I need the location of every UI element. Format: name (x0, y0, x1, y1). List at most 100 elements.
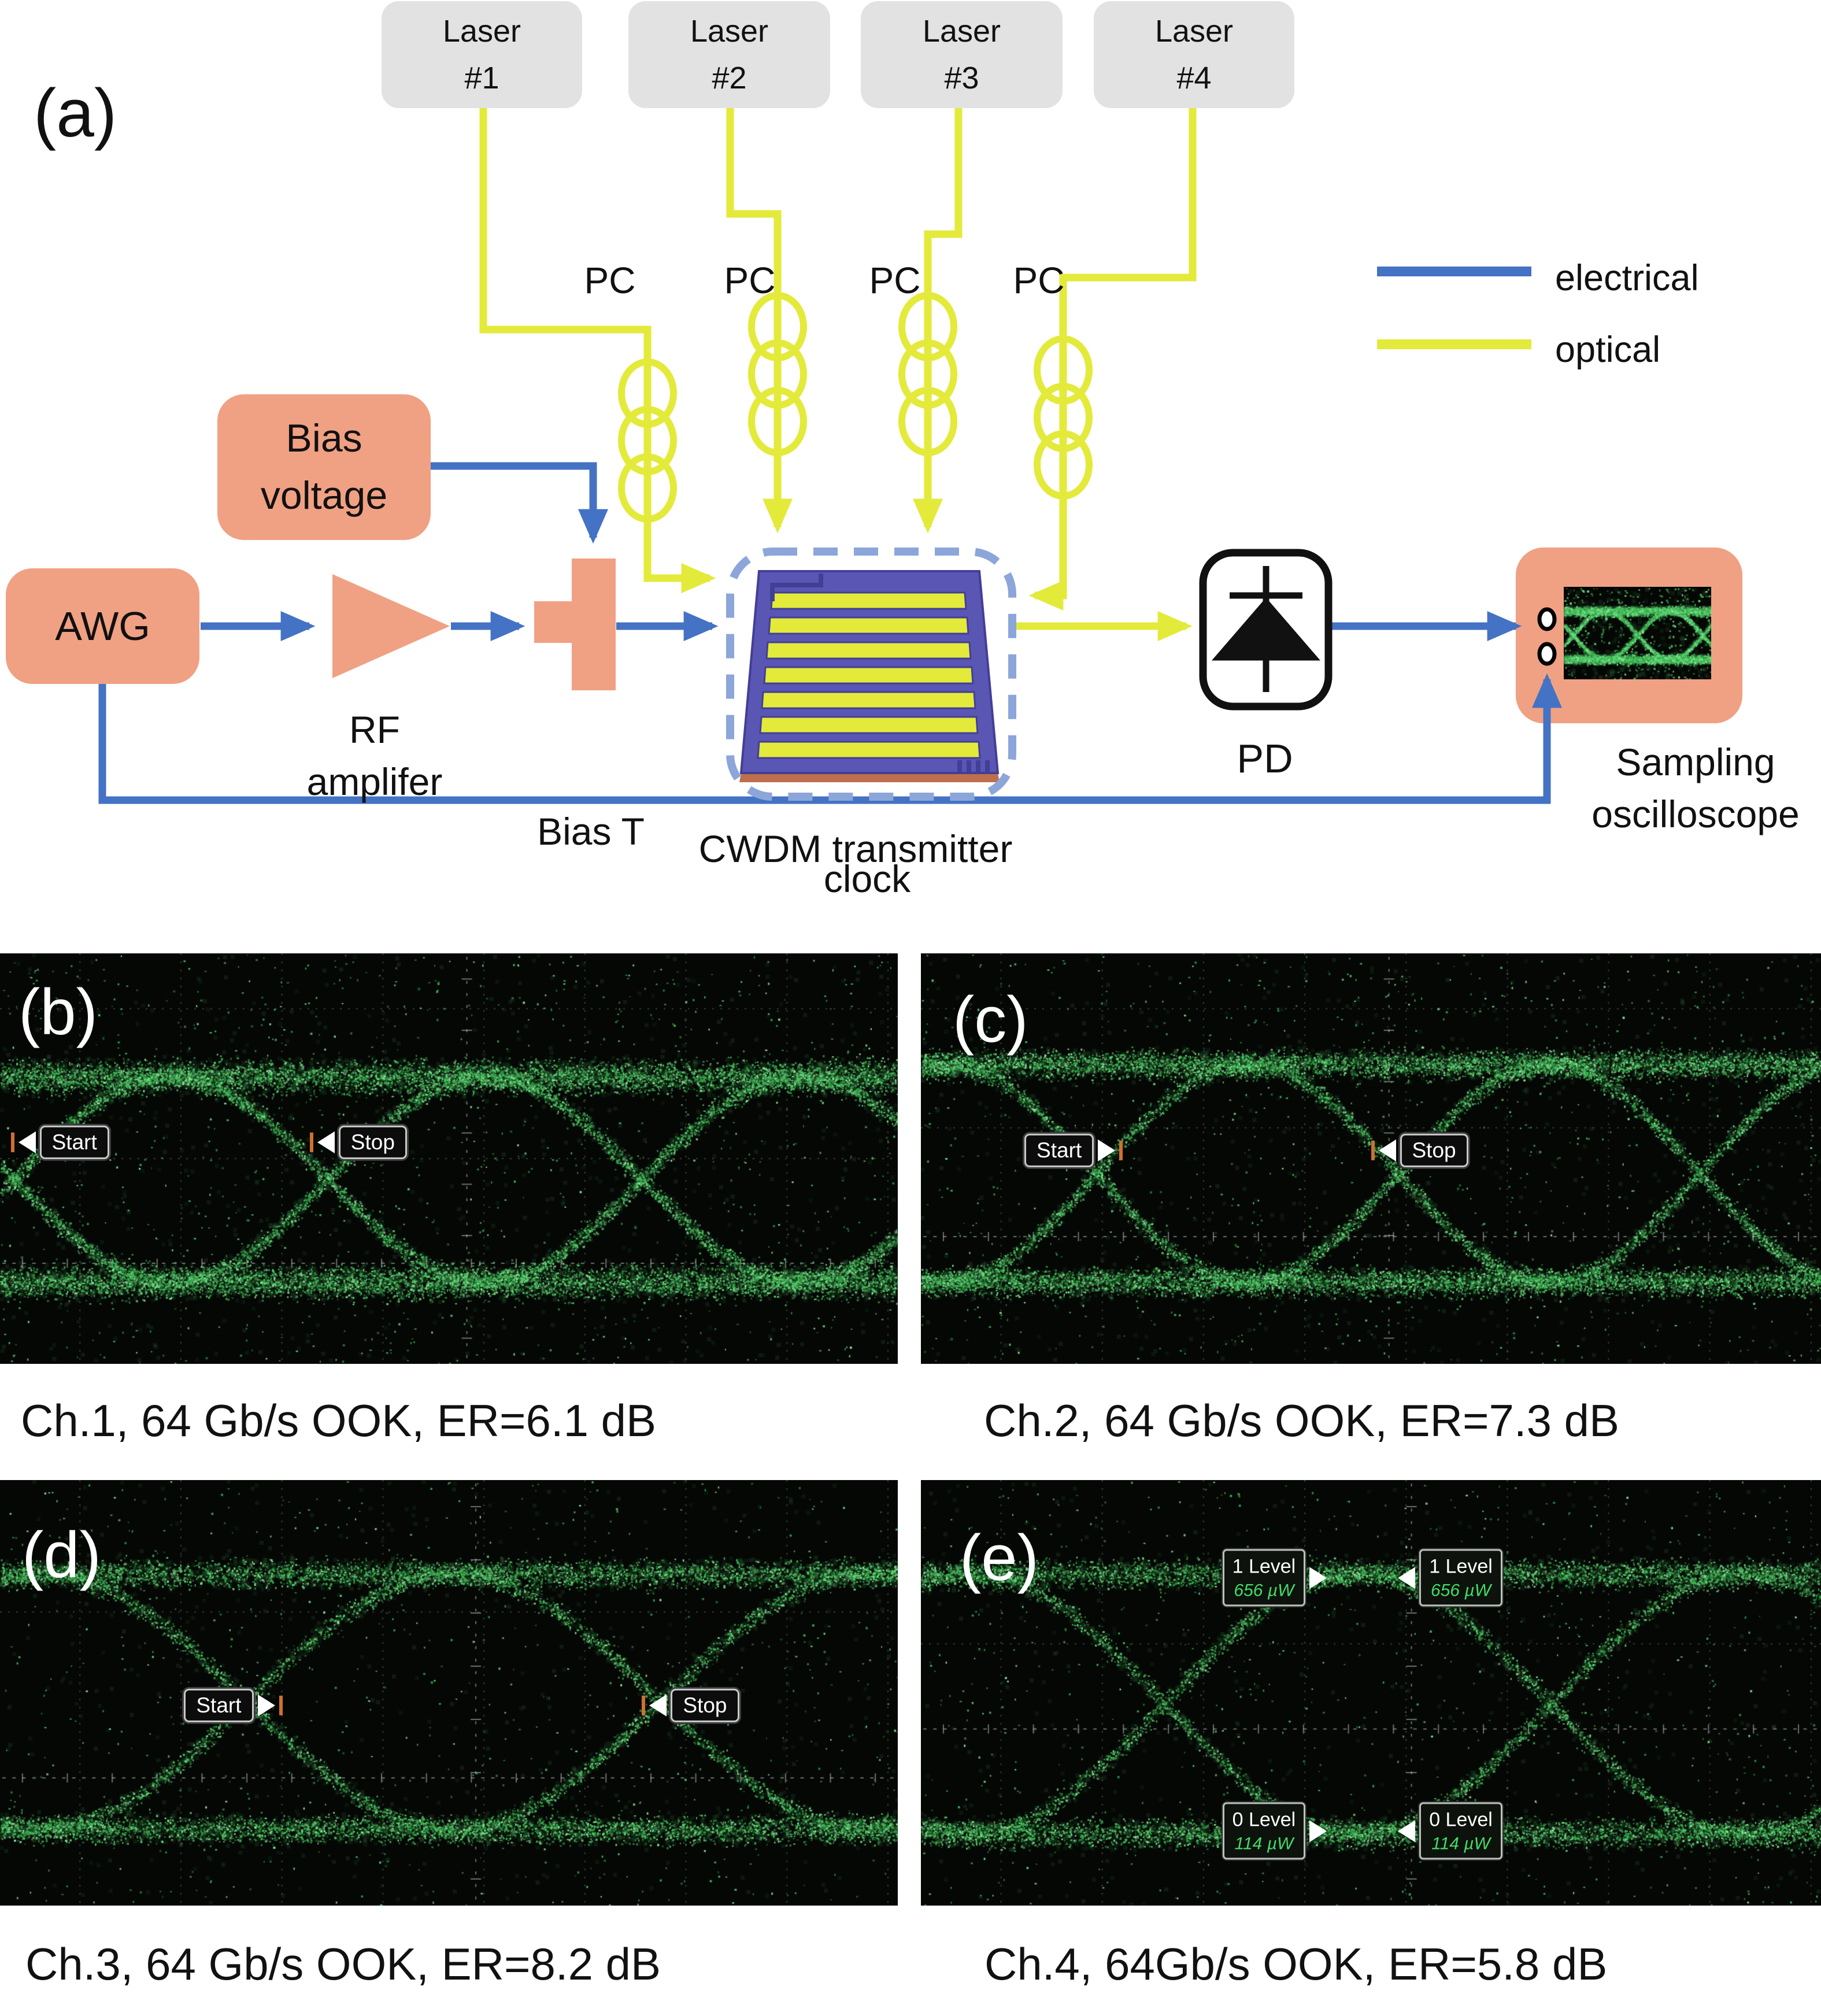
arrow-right-icon (1309, 1567, 1327, 1589)
panel-label-c: (c) (953, 983, 1028, 1056)
stop-marker-box: Stop (1400, 1133, 1468, 1167)
stop-marker: Stop (309, 1125, 407, 1159)
bias-voltage-box: Bias voltage (217, 394, 431, 540)
clock-label: clock (823, 857, 911, 900)
legend-optical-label: optical (1555, 330, 1661, 370)
scope-label-line1: Sampling (1616, 741, 1775, 783)
eye-diagram-canvas-b (0, 953, 898, 1364)
level-name: 1 Level (1429, 1555, 1493, 1578)
pc-coil-3 (898, 292, 957, 456)
cwdm-transmitter-label: CWDM transmitter (698, 827, 1013, 870)
caption-ch2: Ch.2, 64 Gb/s OOK, ER=7.3 dB (984, 1395, 1620, 1446)
level-marker-box: 0 Level 114 µW (1222, 1802, 1306, 1860)
chip-substrate (739, 773, 1000, 782)
eye-diagram-canvas-e (921, 1480, 1821, 1906)
laser-1-box: Laser #1 (382, 1, 582, 108)
fiber-laser3 (913, 108, 963, 534)
bias-voltage-line2: voltage (260, 474, 388, 517)
wire-biasvoltage-to-biast (431, 462, 608, 544)
bias-t-label: Bias T (537, 810, 645, 853)
chip-body (739, 570, 1000, 774)
legend-electrical-label: electrical (1555, 258, 1699, 298)
arrow-right-icon (257, 1695, 275, 1717)
legend-electrical-line (1377, 267, 1531, 276)
level-value: 114 µW (1234, 1834, 1294, 1854)
awg-box: AWG (6, 568, 199, 684)
pc-coil-1 (618, 358, 677, 523)
stop-marker: Stop (1371, 1133, 1468, 1167)
laser-2-line2: #2 (712, 60, 747, 95)
panel-label-d: (d) (22, 1519, 101, 1591)
scope-label-line2: oscilloscope (1591, 793, 1800, 835)
pc-label-3: PC (869, 260, 921, 301)
panel-label-e: (e) (960, 1522, 1039, 1594)
level-name: 0 Level (1429, 1808, 1493, 1831)
cursor-tick-icon (1119, 1140, 1123, 1160)
pc-label-1: PC (584, 260, 636, 301)
cursor-tick-icon (10, 1132, 14, 1152)
optical-fibers (479, 108, 1197, 641)
laser-1-line1: Laser (442, 13, 521, 49)
rf-amplifier-triangle (332, 574, 450, 678)
bias-voltage-line1: Bias (286, 416, 362, 461)
arrow-left-icon (317, 1131, 335, 1153)
arrow-left-icon (1398, 1820, 1416, 1843)
rf-amplifier-label-line1: RF (349, 708, 400, 751)
start-marker-box: Start (1024, 1133, 1094, 1167)
bias-t-shape (534, 558, 616, 690)
eye-diagram-canvas-d (0, 1480, 898, 1906)
start-marker-box: Start (184, 1688, 254, 1723)
panel-a-setup-diagram: (a) Laser #1 Laser #2 Laser #3 Laser #4 … (0, 0, 1821, 937)
panel-label-b: (b) (18, 976, 98, 1048)
pd-label: PD (1237, 736, 1293, 781)
arrow-left-icon (1398, 1567, 1416, 1589)
cwdm-chip (739, 570, 1000, 782)
start-marker: Start (10, 1125, 109, 1159)
laser-2-line1: Laser (690, 13, 769, 49)
stop-marker-box: Stop (338, 1125, 407, 1159)
caption-ch3: Ch.3, 64 Gb/s OOK, ER=8.2 dB (25, 1939, 661, 1989)
laser-3-box: Laser #3 (861, 1, 1063, 108)
eye-panel-b: (b) Start Stop (0, 953, 898, 1364)
laser-4-line2: #4 (1176, 60, 1212, 95)
cwdm-dashed-border (726, 548, 1016, 801)
rf-amplifier-label-line2: amplifer (306, 760, 443, 803)
fiber-laser4 (1028, 108, 1197, 611)
scope-screen-eye-diagram (1564, 587, 1711, 679)
start-marker-box: Start (39, 1125, 109, 1159)
fiber-laser1 (479, 108, 716, 593)
laser-3-line2: #3 (944, 60, 979, 95)
pc-coils (618, 292, 1093, 523)
fiber-laser2 (726, 108, 793, 534)
pc-coil-2 (748, 292, 807, 456)
stop-marker: Stop (642, 1688, 739, 1723)
laser-1-line2: #1 (464, 60, 499, 95)
caption-ch4: Ch.4, 64Gb/s OOK, ER=5.8 dB (984, 1939, 1608, 1989)
stop-marker-box: Stop (671, 1688, 739, 1723)
legend-optical-line (1377, 339, 1531, 349)
arrow-left-icon (1378, 1139, 1396, 1161)
cursor-tick-icon (1371, 1140, 1375, 1160)
arrow-right-icon (1098, 1139, 1116, 1161)
pc-label-2: PC (724, 260, 776, 301)
arrow-left-icon (18, 1131, 36, 1153)
cursor-tick-icon (309, 1132, 313, 1152)
laser-4-line1: Laser (1154, 13, 1234, 49)
start-marker: Start (184, 1688, 283, 1723)
level-name: 0 Level (1232, 1808, 1296, 1831)
awg-label: AWG (55, 603, 150, 649)
start-marker: Start (1024, 1133, 1123, 1167)
laser-4-box: Laser #4 (1094, 1, 1294, 108)
eye-panel-c: (c) Start Stop (921, 953, 1821, 1364)
panel-label-a: (a) (34, 75, 117, 151)
caption-ch1: Ch.1, 64 Gb/s OOK, ER=6.1 dB (21, 1395, 657, 1446)
pc-label-4: PC (1013, 260, 1065, 301)
level-value: 656 µW (1234, 1581, 1294, 1600)
